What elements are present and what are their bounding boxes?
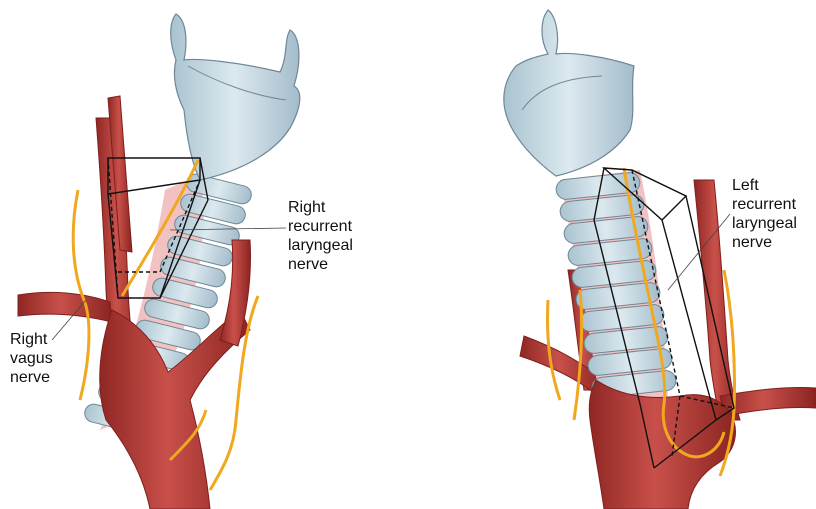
label-right-vagus-nerve: Right vagus nerve (10, 330, 53, 387)
label-left-recurrent-laryngeal-nerve: Left recurrent laryngeal nerve (732, 176, 797, 252)
label-line: laryngeal (732, 214, 797, 233)
aortic-arch-right-panel (589, 380, 735, 509)
label-line: vagus (10, 349, 53, 368)
label-line: Right (10, 330, 53, 349)
thyroid-cartilage-right-panel (504, 10, 634, 176)
label-right-recurrent-laryngeal-nerve: Right recurrent laryngeal nerve (288, 198, 353, 274)
label-line: Right (288, 198, 353, 217)
label-line: recurrent (732, 195, 797, 214)
label-line: recurrent (288, 217, 353, 236)
label-line: Left (732, 176, 797, 195)
left-side-panel (504, 10, 816, 509)
right-side-panel (18, 14, 300, 509)
label-line: nerve (732, 233, 797, 252)
thyroid-cartilage-left-panel (171, 14, 300, 180)
label-line: nerve (10, 368, 53, 387)
label-line: laryngeal (288, 236, 353, 255)
right-subclavian-artery (18, 292, 112, 322)
label-line: nerve (288, 255, 353, 274)
